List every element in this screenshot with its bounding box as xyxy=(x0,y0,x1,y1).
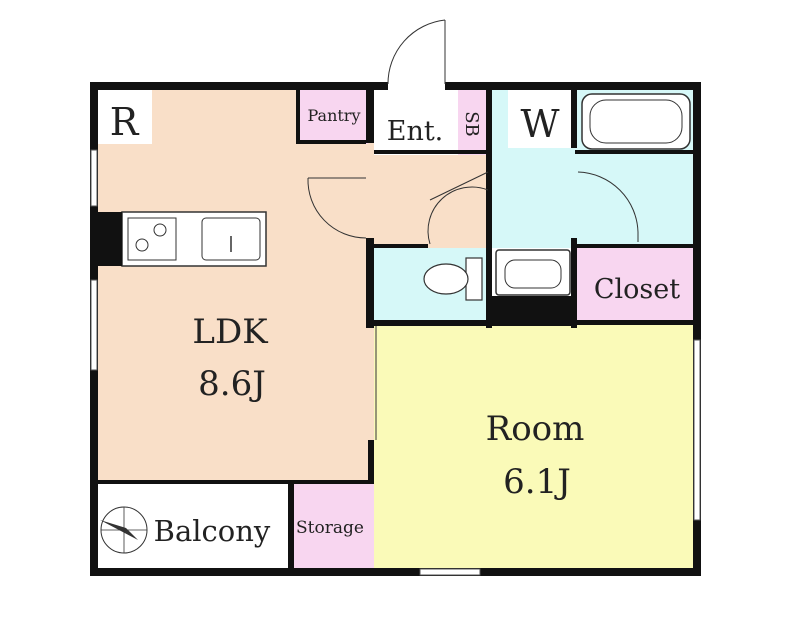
room-name: Room xyxy=(486,409,585,449)
entrance-floor xyxy=(374,88,458,155)
washbasin-bowl xyxy=(504,259,562,289)
burner-icon xyxy=(153,223,167,237)
ldk-size: 8.6J xyxy=(198,364,266,404)
washer-label: W xyxy=(520,102,559,146)
w-label-box xyxy=(508,90,572,148)
storage-fill xyxy=(292,483,374,570)
pantry-fill xyxy=(298,88,368,144)
toilet-bowl xyxy=(423,263,469,295)
bathtub xyxy=(581,93,691,150)
burner-icon xyxy=(135,238,149,252)
stove xyxy=(127,217,177,261)
shoe-box-label: SB xyxy=(461,111,482,137)
r-label-box xyxy=(96,88,152,144)
windows xyxy=(90,149,701,576)
door-swings xyxy=(307,19,639,440)
shoe-box-fill xyxy=(458,88,488,155)
closet-label: Closet xyxy=(594,274,680,305)
hall-floor xyxy=(374,155,490,248)
room-floor xyxy=(374,323,695,570)
washbasin xyxy=(495,249,571,296)
closet-fill xyxy=(575,248,695,323)
storage-label: Storage xyxy=(296,518,364,538)
ldk-name: LDK xyxy=(192,312,268,352)
walls xyxy=(90,82,701,576)
r-label: R xyxy=(110,100,140,144)
entrance-label: Ent. xyxy=(387,116,444,147)
balcony-label: Balcony xyxy=(154,514,271,548)
compass-icon xyxy=(100,506,148,554)
ldk-floor xyxy=(96,88,374,483)
bathtub-inner xyxy=(589,99,683,144)
room-size: 6.1J xyxy=(503,462,571,502)
pantry-label: Pantry xyxy=(307,106,360,125)
